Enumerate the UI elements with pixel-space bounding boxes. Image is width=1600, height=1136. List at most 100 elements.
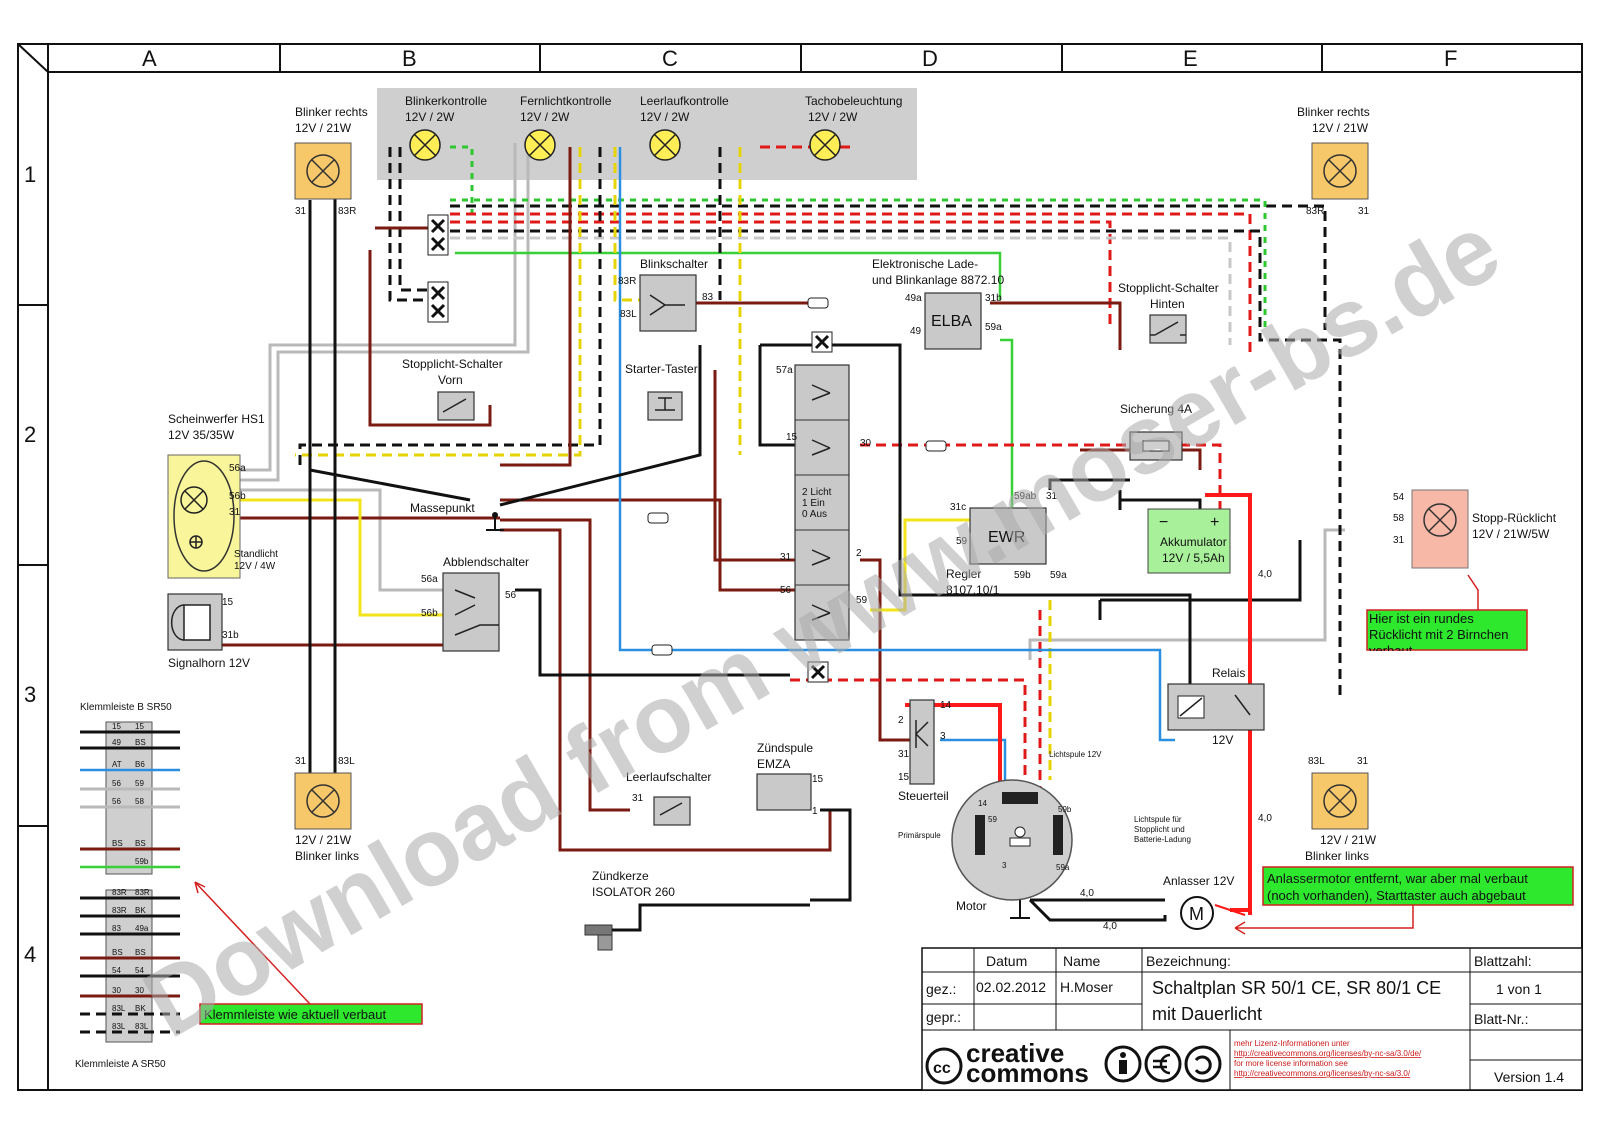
steuerteil-title: Steuerteil	[898, 789, 949, 803]
dash-lamp-rating: 12V / 2W	[640, 110, 690, 124]
motor: 14 59 59b 59a 3 Motor Primärspule Lichts…	[898, 750, 1191, 919]
regler-title: 8107.10/1	[946, 583, 1000, 597]
blinker-rating: 12V / 21W	[295, 121, 352, 135]
ruecklicht-rating: 12V / 21W/5W	[1472, 527, 1550, 541]
tb-blattzahl-hdr: Blattzahl:	[1474, 953, 1532, 969]
tb-license-link[interactable]: http://creativecommons.org/licenses/by-n…	[1234, 1069, 1411, 1078]
terminal-label: 83R	[618, 276, 636, 287]
starter-title: Starter-Taster	[625, 362, 698, 376]
blinker-rating: 12V / 21W	[295, 833, 352, 847]
terminal-label: 15	[812, 774, 824, 785]
klemme-label: BK	[135, 906, 146, 915]
anlasser-symbol: M	[1189, 904, 1204, 924]
akku-label: Akkumulator	[1160, 535, 1227, 549]
terminal-label: 59a	[1050, 570, 1067, 581]
tb-license: mehr Lizenz-Informationen unter	[1234, 1039, 1350, 1048]
terminal-label: 59a	[985, 322, 1002, 333]
elba-label: ELBA	[931, 313, 972, 330]
stop-front-title: Vorn	[438, 373, 463, 387]
terminal-label: 49	[910, 326, 922, 337]
elba-title: und Blinkanlage 8872.10	[872, 273, 1004, 287]
stopplicht-vorn: Stopplicht-Schalter Vorn	[402, 357, 503, 421]
sicherung-title: Sicherung 4A	[1120, 402, 1192, 416]
klemme-label: B6	[135, 760, 145, 769]
terminal-label: 57a	[776, 365, 793, 376]
klemme-label: BS	[135, 948, 146, 957]
massepunkt-title: Massepunkt	[410, 501, 475, 515]
klemme-label: 56	[112, 779, 121, 788]
tb-datum-hdr: Datum	[986, 953, 1027, 969]
ewr-label: EWR	[988, 529, 1025, 546]
blinker-rear-left: 83L 31 12V / 21W Blinker links	[1305, 756, 1377, 863]
terminal-label: 31	[295, 756, 307, 767]
connector-blocks	[427, 214, 947, 683]
terminal-label: 15	[222, 597, 234, 608]
blinker-rating: 12V / 21W	[1312, 121, 1369, 135]
tb-license: for more license information see	[1234, 1059, 1348, 1068]
dash-lamp-name: Fernlichtkontrolle	[520, 94, 612, 108]
standlicht-rating: 12V / 4W	[234, 561, 276, 572]
terminal-label: 59a	[1056, 863, 1070, 872]
blinker-title: Blinker rechts	[295, 105, 368, 119]
tb-subtitle: mit Dauerlicht	[1152, 1004, 1262, 1024]
zuendkerze: Zündkerze ISOLATOR 260	[584, 869, 810, 951]
col-label-f: F	[1444, 46, 1457, 71]
stop-rear-title: Hinten	[1150, 297, 1185, 311]
stopplicht-hinten: Stopplicht-Schalter Hinten	[1118, 281, 1219, 344]
nc-icon	[1144, 1045, 1182, 1083]
standlicht-title: Standlicht	[234, 549, 278, 560]
terminal-label: 56	[780, 585, 792, 596]
title-block: Datum Name Bezeichnung: Blattzahl: gez.:…	[921, 947, 1583, 1091]
klemmleiste-a: 83R 83R 83R BK 83 49a BS BS 54 54 30 30 …	[75, 888, 180, 1070]
note-anlasser: (noch vorhanden), Starttaster auch abgeb…	[1267, 888, 1526, 903]
scheinwerfer: Scheinwerfer HS1 12V 35/35W 56a 56b 31 S…	[167, 412, 278, 579]
terminal-label: 59b	[1058, 805, 1072, 814]
akku-plus: +	[1210, 514, 1219, 531]
blinker-rating: 12V / 21W	[1320, 833, 1377, 847]
blinker-title: Blinker links	[1305, 849, 1369, 863]
klemme-label: 30	[112, 986, 121, 995]
leerlauf-title: Leerlaufschalter	[626, 770, 711, 784]
klemme-label: BS	[112, 839, 123, 848]
zuendkerze-title: ISOLATOR 260	[592, 885, 675, 899]
abblendschalter: Abblendschalter 56a 56b 56	[421, 555, 529, 652]
tb-license-link[interactable]: http://creativecommons.org/licenses/by-n…	[1234, 1049, 1422, 1058]
terminal-label: 31	[1357, 756, 1369, 767]
terminal-label: 3	[940, 731, 946, 742]
terminal-label: 15	[786, 432, 798, 443]
terminal-label: 83	[702, 292, 714, 303]
tb-bez-hdr: Bezeichnung:	[1146, 953, 1231, 969]
klemme-label: 83L	[112, 1004, 126, 1013]
wire-gauge: 4,0	[1258, 813, 1272, 824]
klemme-label: 30	[135, 986, 144, 995]
tb-gepr: gepr.:	[926, 1009, 961, 1025]
klemme-label: 56	[112, 797, 121, 806]
terminal-label: 49a	[905, 293, 922, 304]
terminal-label: 58	[1393, 513, 1405, 524]
terminal-label: 56b	[421, 608, 438, 619]
klemme-label: 49	[112, 738, 121, 747]
tb-gez-name: H.Moser	[1060, 979, 1113, 995]
terminal-label: 31	[229, 507, 241, 518]
klemme-label: 54	[112, 966, 121, 975]
klemmleiste-b: Klemmleiste B SR50 15 15 49 BS AT B6 56 …	[80, 702, 180, 875]
svg-text:cc: cc	[933, 1060, 951, 1077]
klemme-label: BS	[135, 738, 146, 747]
row-label-4: 4	[24, 942, 36, 967]
blinker-title: Blinker links	[295, 849, 359, 863]
row-label-1: 1	[24, 162, 36, 187]
stop-front-title: Stopplicht-Schalter	[402, 357, 503, 371]
blinker-front-right: Blinker rechts 12V / 21W 31 83R	[294, 105, 368, 217]
terminal-label: 31	[780, 552, 792, 563]
terminal-label: 31	[898, 749, 910, 760]
terminal-label: 56a	[229, 463, 246, 474]
terminal-label: 56b	[229, 491, 246, 502]
terminal-label: 31c	[950, 502, 966, 513]
wire-gauge: 4,0	[1258, 569, 1272, 580]
klemme-label: 83R	[135, 888, 150, 897]
akku-minus: −	[1159, 514, 1168, 531]
klemmleiste-b-title: Klemmleiste B SR50	[80, 702, 172, 713]
cc-wordmark: creative	[966, 1038, 1064, 1068]
terminal-label: 83R	[338, 206, 356, 217]
